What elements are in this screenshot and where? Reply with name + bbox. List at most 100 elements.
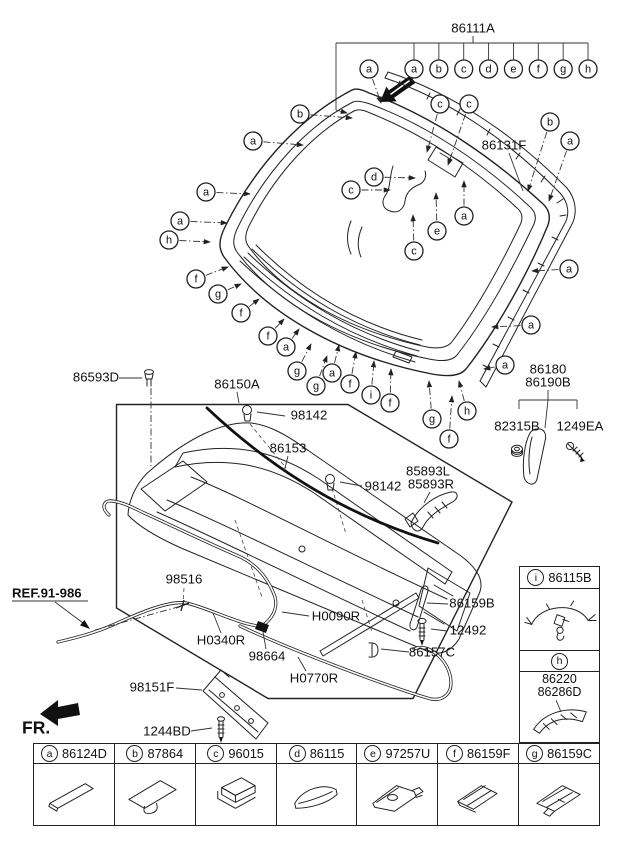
svg-text:g: g — [560, 63, 566, 75]
svg-text:c: c — [348, 184, 354, 196]
callout-a-29 — [559, 259, 579, 279]
callout-b-1 — [290, 104, 310, 124]
section-arrow-icon — [380, 75, 416, 102]
part-label-H0340R: H0340R — [197, 632, 245, 647]
legend-code-d: 86115 — [309, 746, 345, 761]
bracket-86111A — [335, 36, 588, 114]
callout-a-2 — [243, 131, 263, 151]
svg-text:a: a — [203, 186, 210, 198]
mirror-pad — [392, 350, 413, 364]
fr-arrow-icon — [40, 700, 80, 726]
part-label-H0770R: H0770R — [290, 670, 338, 685]
wiring-harness-icon — [524, 600, 597, 641]
callout-h-5 — [159, 230, 179, 250]
part-icon-97257U — [372, 785, 424, 812]
callout-f-14 — [340, 374, 360, 394]
bracket-98151F — [202, 669, 269, 740]
callout-e-25 — [427, 221, 447, 241]
callout-d-badge: d — [288, 745, 306, 762]
side-panel-cell-86220: 86220 86286D — [520, 672, 599, 741]
molding-86131F — [384, 71, 576, 388]
nut-82315B-icon — [511, 444, 523, 457]
part-label-86180: 86180 — [530, 361, 567, 376]
svg-text:f: f — [537, 63, 541, 75]
legend-col-a: a 86124D — [34, 744, 115, 825]
frit-band — [239, 244, 423, 363]
callout-g-top — [553, 59, 573, 79]
callout-c-21 — [459, 94, 479, 114]
part-icon-86159C — [536, 785, 581, 817]
cowl-box-86150A — [115, 403, 513, 700]
svg-text:a: a — [283, 341, 290, 353]
hook-86157C — [368, 642, 379, 658]
callout-a-top — [404, 59, 424, 79]
callout-a-13 — [322, 363, 342, 383]
part-label-REF: REF.91-986 — [12, 585, 82, 600]
callout-h-top — [578, 59, 598, 79]
svg-text:a: a — [366, 63, 373, 75]
legend-code-f: 86159F — [467, 746, 511, 761]
svg-text:h: h — [464, 405, 470, 417]
screw-1244BD-icon — [217, 716, 225, 743]
svg-text:c: c — [461, 63, 467, 75]
side-panel-header-i: i 86115B — [520, 567, 599, 589]
part-icon-86159F — [457, 785, 498, 813]
part-label-85893L: 85893L — [406, 463, 450, 478]
svg-text:g: g — [215, 288, 221, 300]
callout-f-6 — [186, 269, 206, 289]
callout-c-top — [454, 59, 474, 79]
callout-f-top — [528, 59, 548, 79]
callout-g-badge: g — [526, 745, 544, 762]
svg-text:g: g — [313, 380, 319, 392]
part-label-98142-1: 98142 — [291, 407, 328, 422]
svg-text:b: b — [547, 116, 553, 128]
part-86180 — [511, 390, 585, 485]
part-label-H0090R: H0090R — [312, 608, 360, 623]
callout-g-17 — [422, 409, 442, 429]
legend-code-c: 96015 — [228, 746, 264, 761]
part-icon-86115 — [293, 786, 338, 809]
part-label-86111A: 86111A — [451, 20, 495, 35]
callout-g-7 — [208, 284, 228, 304]
callout-h-badge: h — [551, 652, 568, 670]
clip-98142-icons — [242, 405, 335, 491]
legend-col-b: b 87864 — [114, 744, 196, 825]
svg-text:f: f — [388, 397, 392, 409]
svg-text:e: e — [510, 63, 516, 75]
svg-text:f: f — [194, 273, 198, 285]
screw-12492-icon — [417, 617, 427, 646]
callout-c-23 — [341, 180, 361, 200]
callout-a-31 — [495, 355, 515, 375]
part-label-98664: 98664 — [249, 648, 286, 663]
svg-text:a: a — [250, 135, 257, 147]
legend-code-a: 86124D — [62, 746, 107, 761]
part-label-82315B: 82315B — [494, 418, 540, 433]
svg-text:f: f — [266, 330, 270, 342]
part-label-86157C: 86157C — [409, 644, 456, 659]
cowl-side-trim-icon — [533, 699, 587, 734]
legend-table: a 86124D b 87864 c 96015 — [33, 743, 600, 826]
callout-f-16 — [380, 393, 400, 413]
fastener-86593D-icon — [144, 369, 154, 387]
cowl-panel — [127, 422, 482, 654]
part-85893 — [404, 491, 458, 532]
callout-f-9 — [258, 326, 278, 346]
legend-col-e: e 97257U — [357, 744, 439, 825]
part-86159B — [319, 585, 429, 657]
svg-text:g: g — [429, 413, 435, 425]
svg-text:a: a — [567, 135, 574, 147]
svg-text:b: b — [436, 63, 442, 75]
seal-86153 — [205, 406, 440, 545]
part-label-98516: 98516 — [166, 571, 203, 586]
callout-g-12 — [306, 376, 326, 396]
callout-e-top — [503, 59, 524, 79]
part-icon-96015 — [216, 777, 256, 809]
svg-text:a: a — [177, 215, 184, 227]
part-icon-86124D — [48, 783, 94, 812]
callout-a-10 — [276, 337, 296, 357]
svg-text:a: a — [566, 263, 573, 275]
generated-annotations: 86111A86131F86150A86593D9814298142861538… — [12, 20, 604, 738]
svg-text:f: f — [348, 378, 352, 390]
callout-a-30 — [521, 315, 541, 335]
